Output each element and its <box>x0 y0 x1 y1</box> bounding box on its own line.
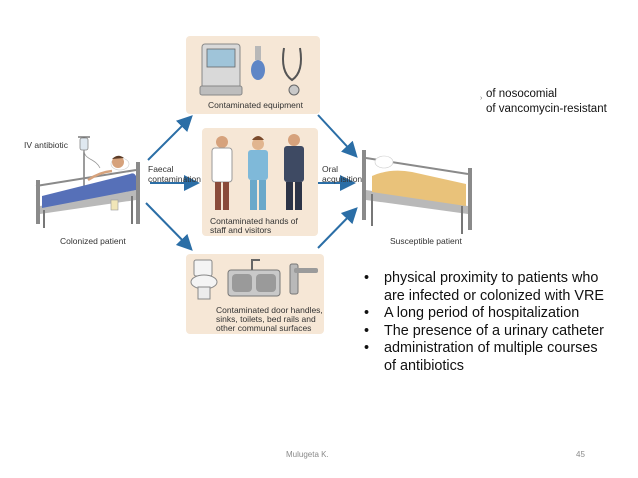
doctor-icon <box>211 136 233 210</box>
surfaces-panel: Contaminated door handles, sinks, toilet… <box>186 254 324 334</box>
hands-caption-line-1: Contaminated hands of <box>210 216 298 226</box>
header-line-1: of nosocomial <box>486 88 557 100</box>
nurse-icon <box>248 136 268 210</box>
header-line-2: of vancomycin-resistant <box>486 103 607 115</box>
visitor-icon <box>284 134 304 210</box>
list-item-text: administration of multiple courses <box>384 340 598 356</box>
bullet-mark: • <box>364 340 370 356</box>
sink-icon <box>227 259 281 297</box>
arrow-to-surfaces <box>145 202 193 251</box>
list-item-text: are infected or colonized with VRE <box>384 287 604 304</box>
bullet-mark: • <box>364 305 370 321</box>
susceptible-patient-label: Susceptible patient <box>390 236 462 246</box>
bullet-mark: • <box>364 322 370 339</box>
faecal-label-line-1: Faecal <box>148 164 174 174</box>
list-item: • A long period of hospitalization <box>356 305 636 323</box>
door-handle-icon <box>289 263 318 295</box>
iv-antibiotic-label: IV antibiotic <box>24 140 68 150</box>
surfaces-caption-line-1: Contaminated door handles, <box>216 305 323 315</box>
toilet-icon <box>190 259 218 300</box>
surfaces-caption-line-3: other communal surfaces <box>216 323 312 333</box>
faecal-label-line-2: contamination <box>148 174 201 184</box>
risk-factor-list: • physical proximity to patients who are… <box>356 270 636 375</box>
list-item-text: of antibiotics <box>384 357 464 374</box>
susceptible-patient-bed-icon <box>362 150 472 234</box>
list-item: • physical proximity to patients who are… <box>356 270 636 305</box>
header-mark: › <box>480 95 483 102</box>
surfaces-caption-line-2: sinks, toilets, bed rails and <box>216 314 316 324</box>
list-item: • administration of multiple courses of … <box>356 340 636 375</box>
list-item-text: physical proximity to patients who <box>384 270 599 286</box>
equipment-icon <box>199 43 302 96</box>
oral-label-line-1: Oral <box>322 164 339 174</box>
bullet-mark: • <box>364 270 370 286</box>
list-item-text: The presence of a urinary catheter <box>384 322 604 339</box>
list-item-text: A long period of hospitalization <box>384 305 580 321</box>
staff-and-visitors-icon <box>211 134 304 210</box>
arrow-from-equipment <box>317 114 358 158</box>
footer-author: Mulugeta K. <box>286 450 329 459</box>
communal-surfaces-icon <box>190 259 318 300</box>
equipment-caption: Contaminated equipment <box>208 100 303 110</box>
hands-panel: Contaminated hands of staff and visitors <box>202 128 318 236</box>
oral-label-line-2: acquisition <box>322 174 363 184</box>
list-item: • The presence of a urinary catheter <box>356 323 636 341</box>
page-number: 45 <box>576 450 585 459</box>
iv-stand-icon <box>78 136 101 196</box>
arrow-to-equipment <box>147 115 193 161</box>
colonized-patient-label: Colonized patient <box>60 236 126 246</box>
arrow-from-surfaces <box>317 207 358 249</box>
hands-caption-line-2: staff and visitors <box>210 225 272 235</box>
colonized-patient-bed-icon <box>35 155 140 228</box>
equipment-panel: Contaminated equipment <box>186 36 320 114</box>
